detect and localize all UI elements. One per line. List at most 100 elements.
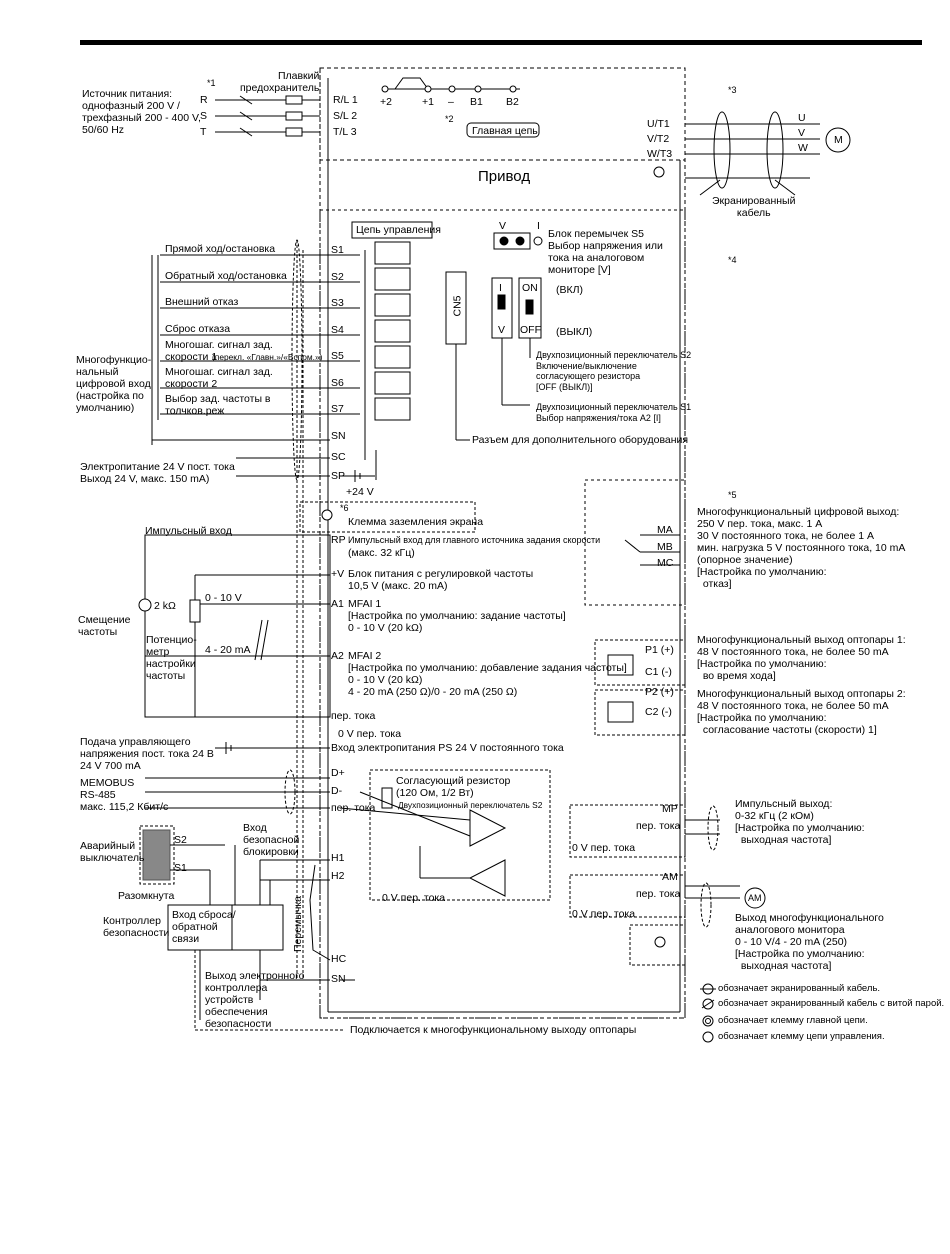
dc-minus: – — [448, 96, 454, 108]
input-optocouplers — [374, 241, 411, 421]
phase-t: T — [200, 126, 207, 138]
terminal-sn-safety: SN — [331, 973, 346, 985]
photocoupler1-description: Многофункциональный выход оптопары 1: 48… — [697, 634, 906, 682]
safety-s2: S2 — [174, 834, 187, 846]
zero-v-am: 0 V пер. тока — [572, 908, 636, 920]
terminal-ma: MA — [657, 524, 673, 536]
main-circuit-box — [319, 67, 686, 161]
terminal-a1: A1 — [331, 598, 344, 610]
option-connector-label: Разъем для дополнительного оборудования — [472, 434, 689, 446]
dc-b2: B2 — [506, 96, 519, 108]
terminal-s3: S3 — [331, 297, 344, 309]
note-4: *4 — [728, 255, 737, 265]
terminal-p2: P2 (+) — [645, 686, 674, 698]
terminal-c1: C1 (-) — [645, 666, 672, 678]
supply-label: Электропитание 24 V пост. тока Выход 24 … — [80, 461, 235, 485]
input-label-s2: Обратный ход/остановка — [165, 270, 287, 282]
safety-input-label: Вход безопасной блокировки — [243, 822, 300, 858]
reset-feedback-label: Вход сброса/ обратной связи — [172, 909, 236, 945]
input-label-s5: Многошаг. сигнал зад. скорости 1 — [165, 339, 273, 363]
terminal-s1: S1 — [331, 244, 344, 256]
terminal-ac-am: пер. тока — [636, 888, 681, 900]
estop-label: Аварийный выключатель — [80, 840, 145, 864]
dc-plus2: +2 — [380, 96, 392, 108]
power-source-label: Источник питания: однофазный 200 V / тре… — [82, 88, 201, 136]
input-label-s4: Сброс отказа — [165, 323, 231, 335]
terminal-ac-memobus: пер. тока — [331, 802, 376, 814]
terminal-mc: MC — [657, 557, 674, 569]
range-0-10v: 0 - 10 V — [205, 592, 242, 604]
off-text: (ВЫКЛ) — [556, 326, 593, 338]
zero-v-mp: 0 V пер. тока — [572, 842, 636, 854]
dc-plus1: +1 — [422, 96, 434, 108]
termination-resistor-label: Согласующий резистор (120 Ом, 1/2 Вт) — [396, 775, 511, 799]
safety-controller-label: Контроллер безопасности — [103, 915, 170, 939]
motor-label: M — [834, 134, 843, 146]
a2-description: MFAI 2 [Настройка по умолчанию: добавлен… — [348, 650, 627, 698]
terminal-s6: S6 — [331, 377, 344, 389]
terminal-sc: SC — [331, 451, 346, 463]
control-circuit-title: Цепь управления — [356, 224, 441, 236]
terminal-a2: A2 — [331, 650, 344, 662]
legend-control-terminal: обозначает клемму цепи управления. — [718, 1031, 885, 1042]
ps24-left-label: Подача управляющего напряжения пост. ток… — [80, 736, 214, 772]
terminal-mp: MP — [662, 803, 678, 815]
terminal-c2: C2 (-) — [645, 706, 672, 718]
open-label: Разомкнута — [118, 890, 175, 902]
terminal-h1: H1 — [331, 852, 345, 864]
shielded-cable-label: Экранированный кабель — [712, 195, 796, 219]
safety-s1: S1 — [174, 862, 187, 874]
legend-shielded: обозначает экранированный кабель. — [718, 983, 881, 994]
pulse-output-description: Импульсный выход: 0-32 кГц (2 кОм) [Наст… — [735, 798, 865, 846]
input-label-s3: Внешний отказ — [165, 296, 239, 308]
sw1-i: I — [499, 282, 502, 294]
s2-description: Двухпозиционный переключатель S2 Включен… — [536, 350, 692, 392]
terminal-d-minus: D- — [331, 785, 343, 797]
rp-description: Импульсный вход для главного источника з… — [348, 535, 601, 545]
legend-icons — [700, 983, 716, 1043]
note-1: *1 — [207, 78, 216, 88]
terminal-mb: MB — [657, 541, 673, 553]
analog-output-description: Выход многофункционального аналогового м… — [735, 912, 884, 972]
rp-max: (макс. 32 кГц) — [348, 547, 415, 559]
zero-v-safety: 0 V пер. тока — [382, 892, 446, 904]
connects-to-photocoupler: Подключается к многофункциональному выхо… — [350, 1024, 637, 1036]
terminal-hc: HC — [331, 953, 347, 965]
terminal-plus-v: +V — [331, 568, 345, 580]
main-circuit-label: Главная цепь — [472, 125, 538, 137]
ps24-right-label: Вход электропитания PS 24 V постоянного … — [331, 742, 564, 754]
legend-twisted: обозначает экранированный кабель с витой… — [718, 998, 945, 1009]
plus-v-description: Блок питания с регулировкой частоты 10,5… — [348, 568, 534, 592]
s1-description: Двухпозиционный переключатель S1 Выбор н… — [536, 402, 692, 423]
sw1-v: V — [498, 324, 506, 336]
note-6: *6 — [340, 503, 349, 513]
relay-description: Многофункциональный цифровой выход: 250 … — [697, 506, 906, 590]
terminal-s2: S2 — [331, 271, 344, 283]
terminal-wt3: W/T3 — [647, 148, 673, 160]
terminal-sn: SN — [331, 430, 346, 442]
phase-s: S — [200, 110, 208, 122]
sw2-off: OFF — [520, 324, 541, 336]
potentiometer-label: Потенцио- метр настройки частоты — [146, 634, 197, 682]
termination-switch-label: Двухпозиционный переключатель S2 — [398, 800, 543, 810]
terminal-ut1: U/T1 — [647, 118, 670, 130]
s5-i: I — [537, 220, 540, 232]
note-5: *5 — [728, 490, 737, 500]
terminal-am: AM — [662, 871, 678, 883]
terminal-rp: RP — [331, 534, 346, 546]
terminal-rl1: R/L 1 — [333, 94, 358, 106]
input-label-s6: Многошаг. сигнал зад. скорости 2 — [165, 366, 273, 390]
jumper-label: Перемычка — [291, 896, 304, 952]
a1-description: MFAI 1 [Настройка по умолчанию: задание … — [348, 598, 566, 634]
input-label-s7: Выбор зад. частоты в толчков.реж — [165, 393, 271, 417]
on-text: (ВКЛ) — [556, 284, 584, 296]
range-4-20ma: 4 - 20 mA — [205, 644, 251, 656]
motor-phase-u: U — [798, 112, 806, 124]
terminal-sl2: S/L 2 — [333, 110, 358, 122]
pulse-input-label: Импульсный вход — [145, 525, 232, 537]
terminal-p1: P1 (+) — [645, 644, 674, 656]
frequency-bias-label: Смещение частоты — [78, 614, 131, 638]
motor-phase-w: W — [798, 142, 808, 154]
terminal-sp: SP — [331, 470, 346, 482]
